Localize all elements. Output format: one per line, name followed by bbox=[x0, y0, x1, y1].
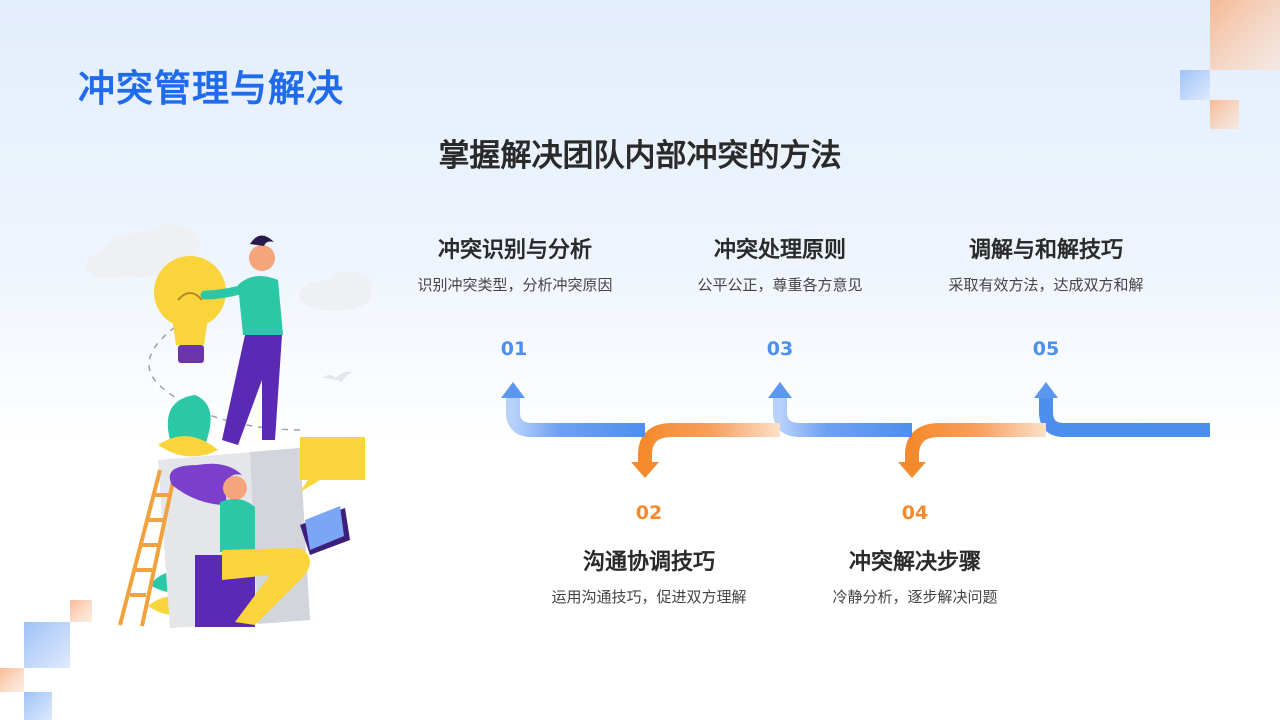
deco-square-top-right-orange bbox=[1210, 100, 1239, 129]
person-laptop-icon bbox=[169, 463, 350, 627]
deco-square-bottom-left-blue-small bbox=[24, 692, 52, 720]
step-01-number: 01 bbox=[500, 338, 528, 360]
step-04-number: 04 bbox=[901, 502, 929, 524]
step-02-desc: 运用沟通技巧，促进双方理解 bbox=[551, 588, 747, 606]
step-04-title: 冲突解决步骤 bbox=[848, 550, 981, 575]
lightbulb-icon bbox=[154, 256, 226, 363]
deco-square-bottom-left-blue bbox=[24, 622, 70, 668]
deco-square-top-right-large bbox=[1210, 0, 1280, 70]
page-subtitle: 掌握解决团队内部冲突的方法 bbox=[438, 138, 842, 174]
ladder-icon bbox=[118, 469, 177, 627]
deco-square-bottom-left-orange-small bbox=[0, 668, 24, 692]
deco-square-top-right-blue bbox=[1180, 70, 1210, 100]
step-05-number: 05 bbox=[1032, 338, 1060, 360]
step-04-desc: 冷静分析，逐步解决问题 bbox=[832, 588, 998, 606]
cloud-icon bbox=[299, 271, 372, 311]
page-title: 冲突管理与解决 bbox=[78, 67, 344, 110]
step-03-title: 冲突处理原则 bbox=[713, 238, 846, 263]
speech-bubble-icon bbox=[300, 437, 365, 492]
bird-icon bbox=[322, 371, 354, 382]
step-05-title: 调解与和解技巧 bbox=[968, 238, 1123, 263]
step-01-desc: 识别冲突类型，分析冲突原因 bbox=[417, 276, 613, 294]
step-02-title: 沟通协调技巧 bbox=[582, 550, 715, 575]
deco-square-bottom-left-orange bbox=[70, 600, 92, 622]
step-05-desc: 采取有效方法，达成双方和解 bbox=[948, 276, 1144, 294]
person-standing-icon bbox=[200, 235, 283, 445]
step-03-desc: 公平公正，尊重各方意见 bbox=[697, 276, 863, 294]
step-03-number: 03 bbox=[766, 338, 794, 360]
step-01-title: 冲突识别与分析 bbox=[437, 238, 592, 263]
cloud-icon bbox=[86, 225, 200, 279]
step-02-number: 02 bbox=[635, 502, 663, 524]
